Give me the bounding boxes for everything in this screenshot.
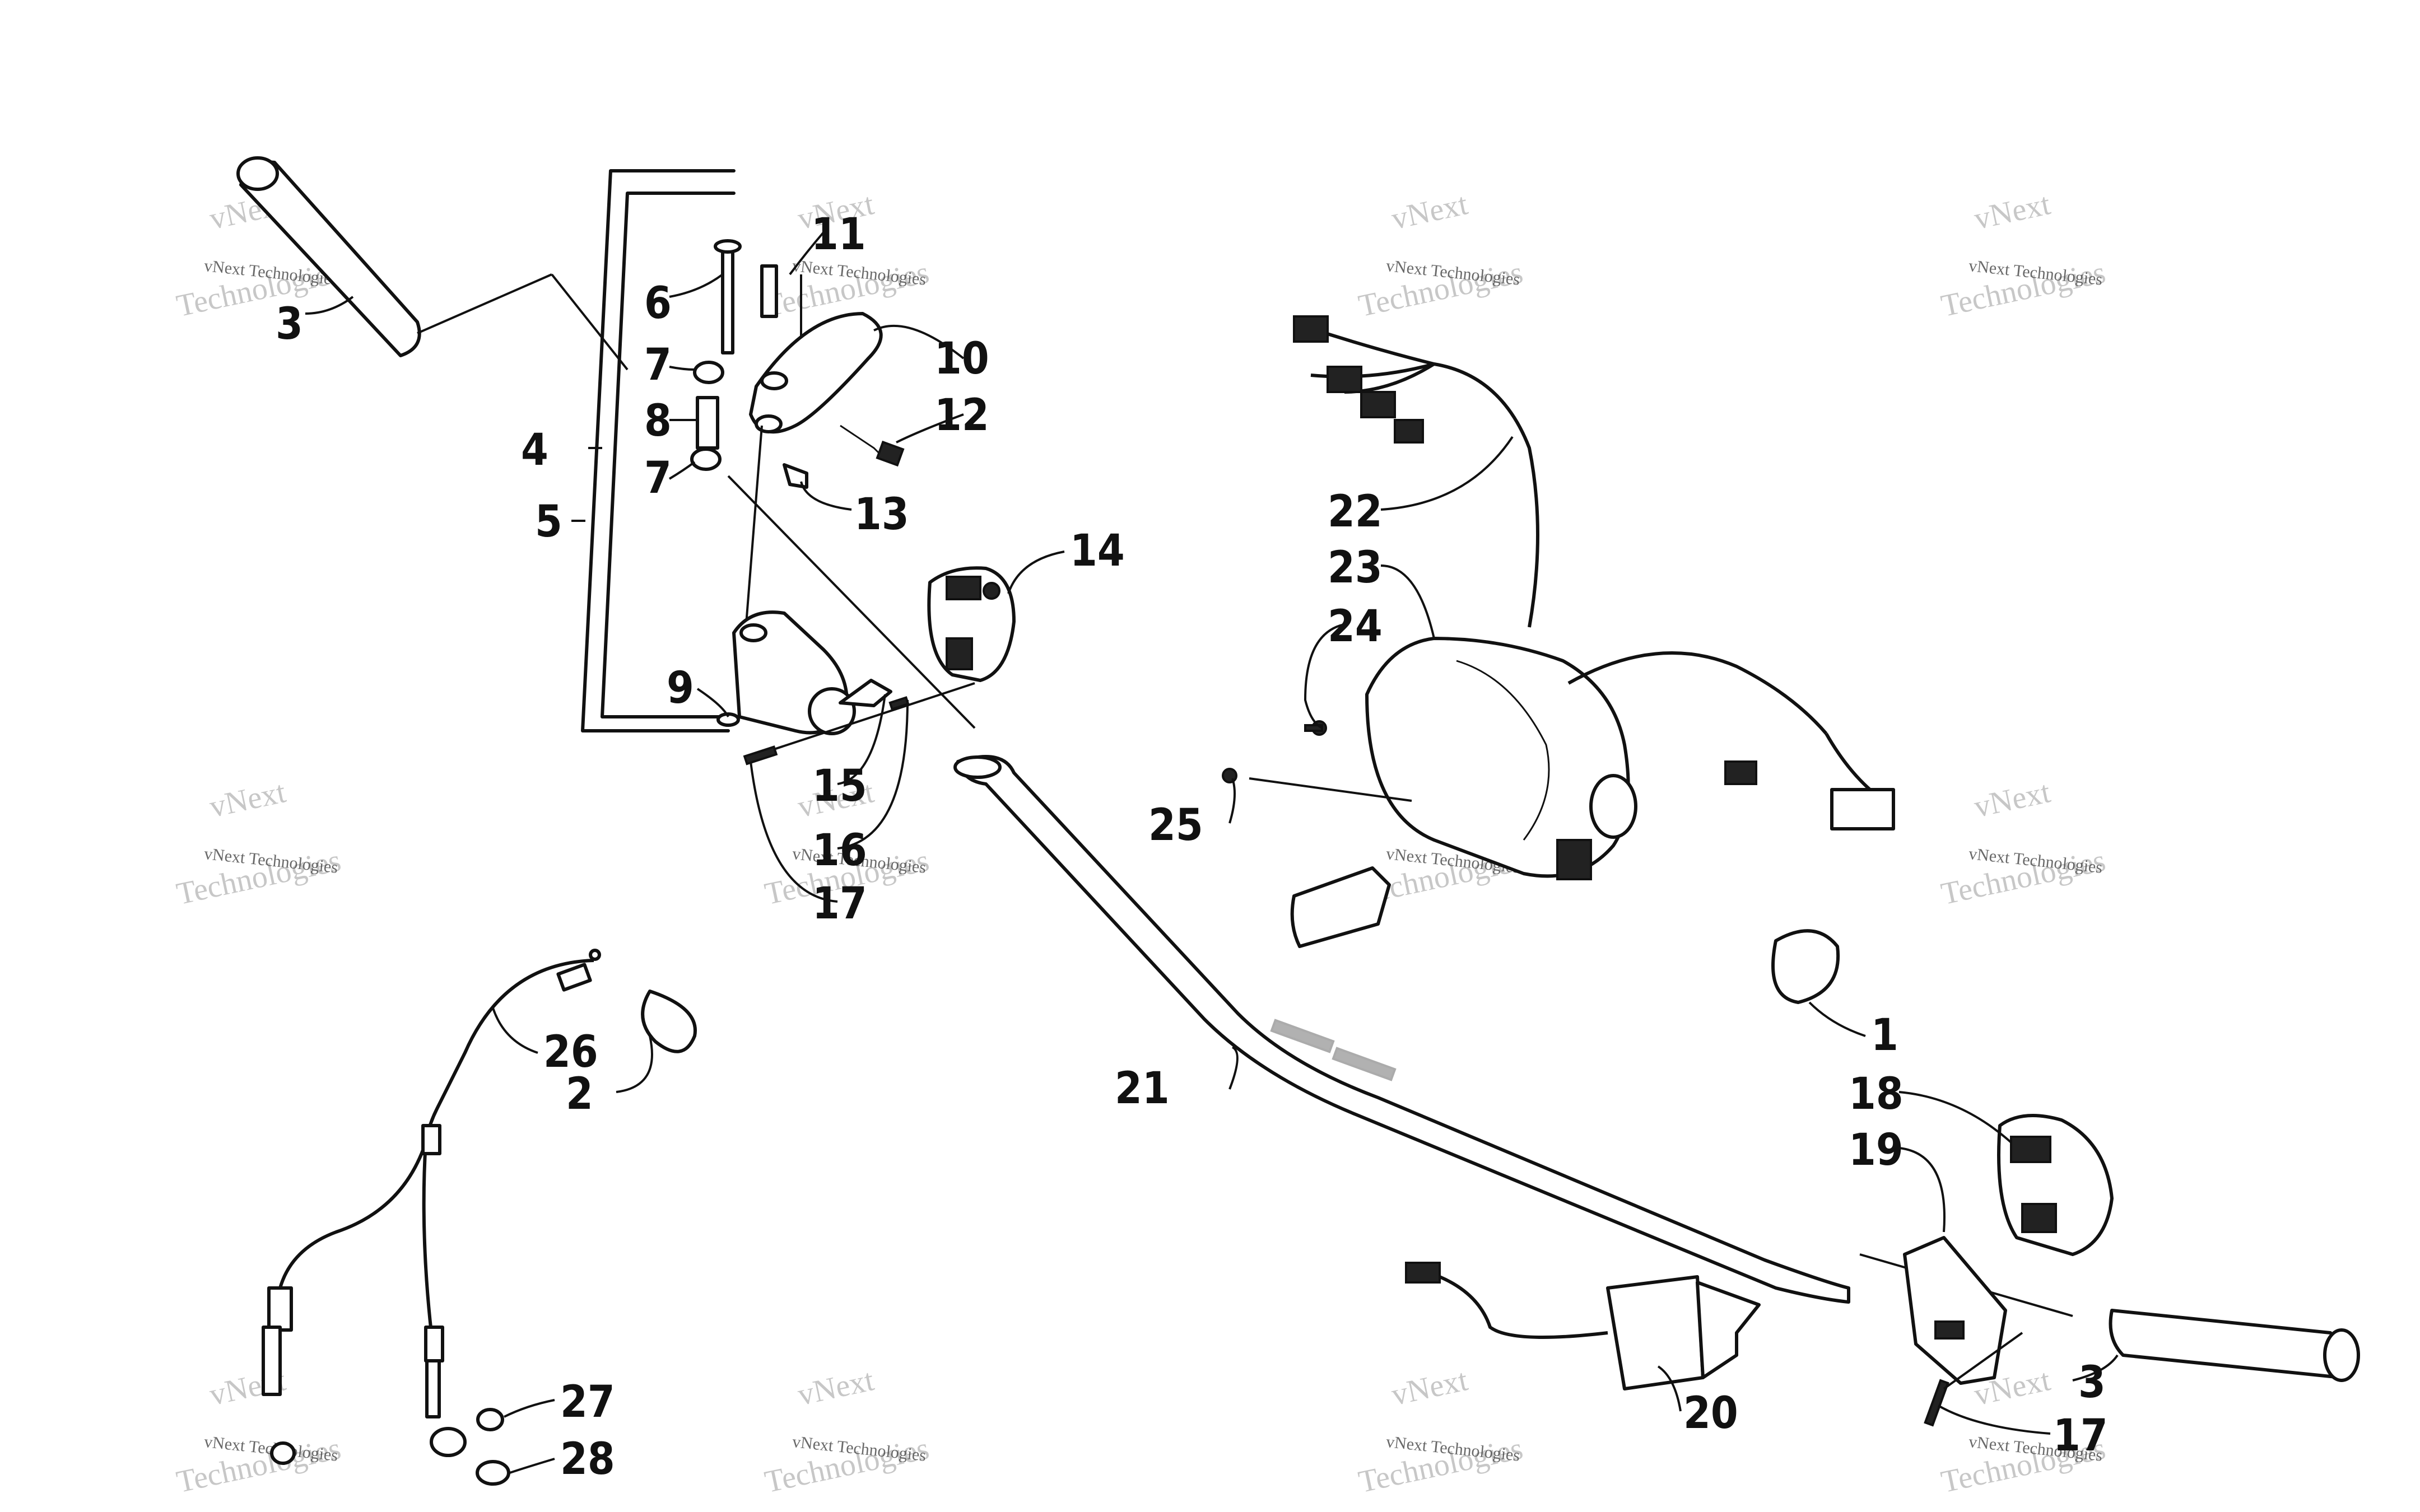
callout-10: 10 — [934, 334, 989, 384]
callout-28: 28 — [560, 1434, 615, 1485]
callout-23: 23 — [1328, 543, 1383, 593]
bracket-frame-4-5 — [581, 169, 736, 732]
callout-13: 13 — [854, 489, 909, 540]
callout-2: 2 — [566, 1069, 593, 1119]
callout-14: 14 — [1070, 526, 1125, 576]
callout-19: 19 — [1849, 1125, 1904, 1175]
watermark-large-top: vNext — [1389, 1362, 1471, 1412]
callout-6: 6 — [644, 278, 672, 329]
callout-11: 11 — [811, 209, 866, 260]
callout-3-left: 3 — [276, 299, 303, 349]
callout-21: 21 — [1115, 1063, 1170, 1114]
throttle-cable — [262, 949, 697, 1486]
watermark-large-top: vNext — [207, 774, 289, 824]
handlebar — [953, 755, 2073, 1317]
callout-4: 4 — [521, 425, 548, 475]
callout-9: 9 — [667, 663, 694, 713]
callout-20: 20 — [1683, 1388, 1738, 1439]
left-grip — [236, 156, 629, 371]
callout-16: 16 — [812, 825, 867, 876]
left-housing — [716, 610, 975, 766]
left-switch — [927, 566, 1016, 682]
watermark-large-top: vNext — [1971, 186, 2054, 236]
callout-15: 15 — [812, 761, 867, 811]
right-controls — [1771, 929, 2360, 1427]
callout-17-left: 17 — [812, 879, 867, 929]
callout-5: 5 — [535, 497, 562, 547]
watermark-large-top: vNext — [1389, 186, 1471, 236]
callout-12: 12 — [934, 390, 989, 441]
callout-26: 26 — [543, 1027, 598, 1077]
watermark-large-top: vNext — [1971, 774, 2054, 824]
callout-8: 8 — [644, 396, 672, 446]
callout-labels: 3 6 11 7 10 8 12 4 7 13 5 14 9 15 16 17 … — [276, 209, 2108, 1485]
callout-22: 22 — [1328, 487, 1383, 537]
leader-lines — [305, 231, 2119, 1474]
callout-25: 25 — [1148, 800, 1203, 851]
callout-27: 27 — [560, 1377, 615, 1427]
watermark-large-top: vNext — [795, 1362, 877, 1412]
callout-3-right: 3 — [2078, 1357, 2106, 1408]
callout-1: 1 — [1871, 1010, 1898, 1061]
callout-7-bottom: 7 — [644, 453, 672, 503]
callout-18: 18 — [1849, 1069, 1904, 1119]
callout-7-top: 7 — [644, 340, 672, 390]
heated-housing — [1222, 315, 1895, 948]
thumb-warmer — [1405, 1262, 1761, 1390]
callout-24: 24 — [1328, 601, 1383, 652]
callout-17-right: 17 — [2053, 1411, 2108, 1461]
